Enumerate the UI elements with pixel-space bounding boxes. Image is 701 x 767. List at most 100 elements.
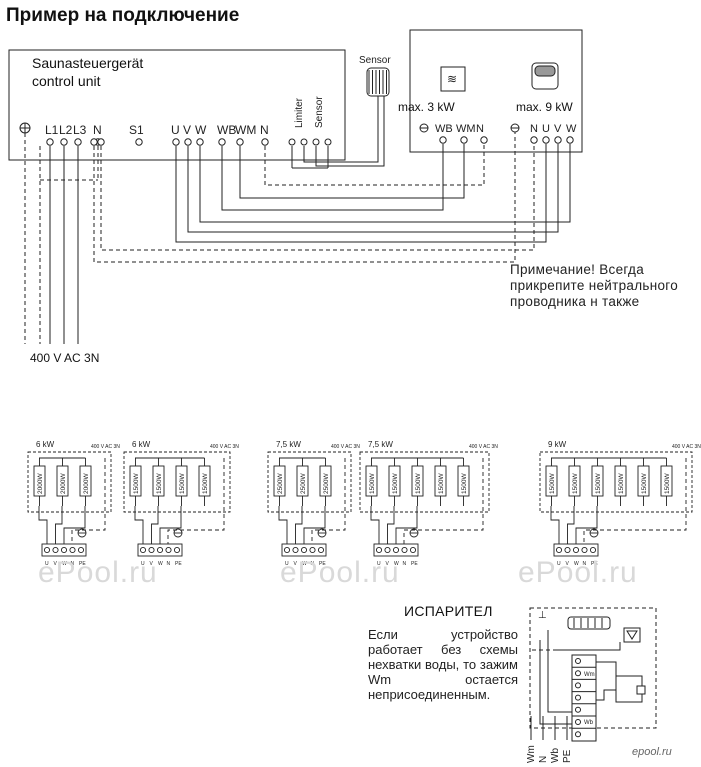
scheme-wire	[278, 506, 288, 544]
heater-left-power: max. 3 kW	[398, 100, 455, 114]
scheme-supply: 400 V AC 3N	[210, 444, 239, 450]
scheme-wire	[63, 506, 86, 544]
terminal-label: PE	[175, 561, 182, 567]
wire-u	[175, 144, 547, 243]
terminal-label: U	[285, 561, 289, 567]
terminal	[300, 546, 308, 554]
element-label: 1500W	[179, 473, 186, 494]
scheme-wire	[151, 506, 159, 544]
watermark-2: ePool.ru	[280, 556, 400, 589]
evaporator-text: Если устройство работает без схемы нехва…	[368, 627, 518, 702]
terminal	[542, 136, 550, 144]
evap-wire	[547, 630, 572, 713]
watermark-3: ePool.ru	[518, 556, 638, 589]
scheme-wire	[159, 506, 182, 544]
control-unit-name-line1: Saunasteuergerät	[32, 55, 144, 71]
sensor-device-label: Sensor	[359, 55, 391, 66]
terminal	[575, 670, 581, 677]
heater-terminal-label: V	[554, 123, 562, 135]
sensor-label: Sensor	[314, 96, 325, 128]
float-switch	[567, 616, 611, 630]
scheme-wire	[567, 506, 575, 544]
element-label: 1500W	[595, 473, 602, 494]
element-label: 1500W	[438, 473, 445, 494]
terminal-label: N	[71, 561, 75, 567]
heater-element	[636, 685, 646, 695]
terminal	[173, 546, 181, 554]
scheme-power: 7,5 kW	[276, 440, 301, 449]
terminal-label-wb: WB	[217, 123, 236, 137]
terminal	[575, 731, 581, 738]
terminal-label: V	[54, 561, 58, 567]
terminal	[60, 138, 68, 146]
wire-wm	[239, 144, 465, 199]
block-label: Wb	[584, 720, 594, 726]
terminal	[156, 546, 164, 554]
terminal-label-l1: L1	[45, 123, 59, 137]
scheme-wire-n	[71, 458, 106, 544]
terminal	[139, 546, 147, 554]
scheme-wire	[55, 506, 63, 544]
terminal-label: U	[45, 561, 49, 567]
terminal	[589, 546, 597, 554]
terminal	[575, 694, 581, 701]
scheme-frame	[359, 451, 490, 513]
terminal	[148, 546, 155, 554]
element-label: 2000W	[83, 473, 90, 494]
scheme-supply: 400 V AC 3N	[469, 444, 498, 450]
heater-terminal-label: N	[530, 123, 538, 135]
terminal	[52, 546, 59, 554]
terminal	[312, 138, 320, 146]
terminal	[135, 138, 143, 146]
scheme-frame	[123, 451, 231, 513]
arrow-icon: ⊥	[538, 610, 547, 621]
terminal-label: V	[386, 561, 390, 567]
terminal-label: PE	[591, 561, 598, 567]
sensor-device	[366, 67, 390, 97]
scheme-supply: 400 V AC 3N	[91, 444, 120, 450]
terminal-label: U	[377, 561, 381, 567]
logo-text: epool.ru	[632, 746, 672, 758]
element-label: 2000W	[37, 473, 44, 494]
terminal	[439, 136, 447, 144]
terminal	[530, 136, 538, 144]
terminal-label: V	[150, 561, 154, 567]
heater-terminal-label: WM	[456, 123, 476, 135]
scheme-wire	[387, 506, 395, 544]
heater-box	[409, 29, 583, 153]
element-label: 1500W	[618, 473, 625, 494]
heater-terminal-label: U	[542, 123, 550, 135]
wire-pe	[93, 132, 516, 263]
element-label: 2500W	[300, 473, 307, 494]
terminal-label: W	[574, 561, 579, 567]
terminal	[283, 546, 291, 554]
element-label: 1500W	[664, 473, 671, 494]
wire-n	[100, 144, 535, 251]
terminal	[97, 138, 105, 146]
pump-icon	[626, 630, 638, 640]
element-label: 1500W	[415, 473, 422, 494]
element-label: 1500W	[133, 473, 140, 494]
scheme-supply: 400 V AC 3N	[672, 444, 701, 450]
scheme-wire	[295, 506, 303, 544]
terminal	[172, 138, 180, 146]
scheme-power: 9 kW	[548, 440, 567, 449]
terminal-label-n: N	[93, 123, 102, 137]
terminal	[324, 138, 332, 146]
scheme-frame	[27, 451, 112, 513]
terminal	[292, 546, 299, 554]
terminal	[554, 136, 562, 144]
stove-icon	[534, 65, 556, 77]
terminal	[575, 658, 581, 664]
terminal	[43, 546, 51, 554]
scheme-power: 7,5 kW	[368, 440, 393, 449]
element-label: 1500W	[549, 473, 556, 494]
wire-v	[187, 144, 559, 233]
terminal-label: W	[394, 561, 399, 567]
